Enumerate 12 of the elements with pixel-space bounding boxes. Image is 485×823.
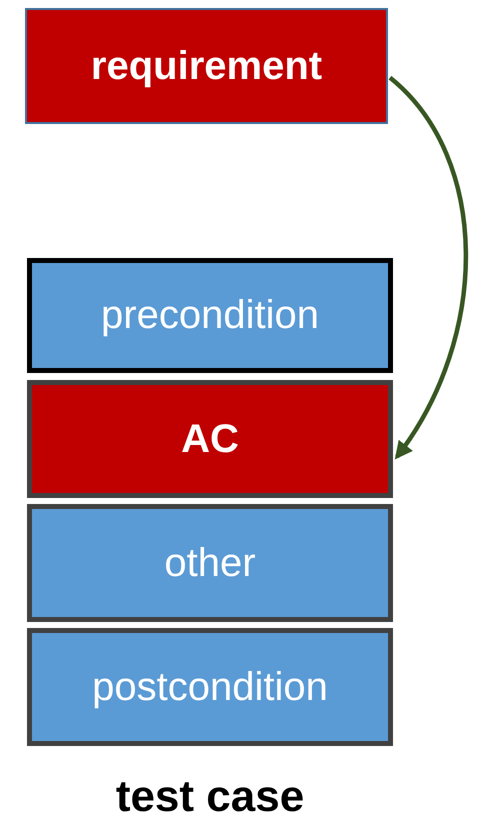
box-label: requirement [90,44,322,88]
box-label: precondition [101,293,319,338]
curved-arrow [388,76,468,460]
box-label: AC [181,416,239,462]
box-label: postcondition [92,664,328,710]
process-box [27,504,393,622]
stack-caption: test case [116,772,304,822]
process-box [27,258,393,373]
process-box [27,628,393,746]
process-box [25,8,388,124]
box-label: other [164,540,256,586]
process-box [27,380,393,498]
